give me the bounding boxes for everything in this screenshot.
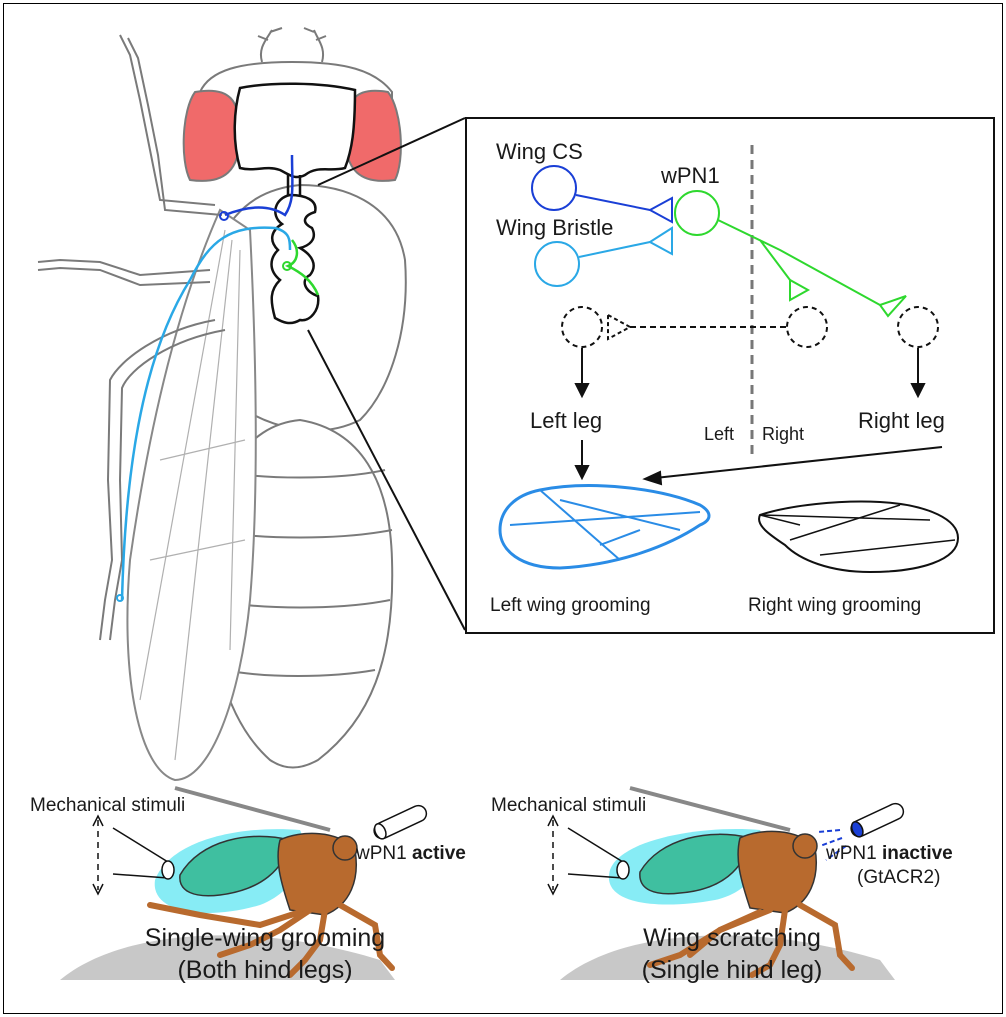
left-state-word: active [412, 843, 466, 864]
right-state-name: wPN1 [826, 843, 877, 864]
wpn1-label: wPN1 [661, 165, 720, 187]
left-leg-label: Left leg [530, 410, 602, 432]
brain [235, 84, 355, 177]
right-state-word: inactive [882, 843, 953, 864]
right-wing-grooming-label: Right wing grooming [748, 596, 921, 615]
right-state-label: wPN1 inactive [826, 844, 953, 863]
right-caption-line2: (Single hind leg) [567, 954, 897, 986]
wing-cs-label: Wing CS [496, 141, 583, 163]
left-state-label: wPN1 active [356, 844, 466, 863]
left-state-name: wPN1 [356, 843, 407, 864]
left-side-label: Left [704, 425, 734, 443]
left-caption-line2: (Both hind legs) [100, 954, 430, 986]
left-caption-line1: Single-wing grooming [100, 922, 430, 954]
inset-border [466, 118, 994, 633]
left-wing-grooming-label: Left wing grooming [490, 596, 651, 615]
right-leg-label: Right leg [858, 410, 945, 432]
right-caption: Wing scratching (Single hind leg) [567, 922, 897, 986]
right-stimulus-label: Mechanical stimuli [491, 796, 646, 815]
left-caption: Single-wing grooming (Both hind legs) [100, 922, 430, 986]
right-antenna [304, 28, 326, 62]
right-side-label: Right [762, 425, 804, 443]
fly-illustration [38, 28, 465, 780]
wing-bristle-label: Wing Bristle [496, 217, 613, 239]
left-stimulus-label: Mechanical stimuli [30, 796, 185, 815]
left-eye [184, 91, 240, 181]
inset-box [466, 118, 994, 633]
left-antenna [258, 28, 282, 62]
mid-leg [38, 260, 210, 285]
right-caption-line1: Wing scratching [567, 922, 897, 954]
right-state-note: (GtACR2) [857, 868, 940, 887]
